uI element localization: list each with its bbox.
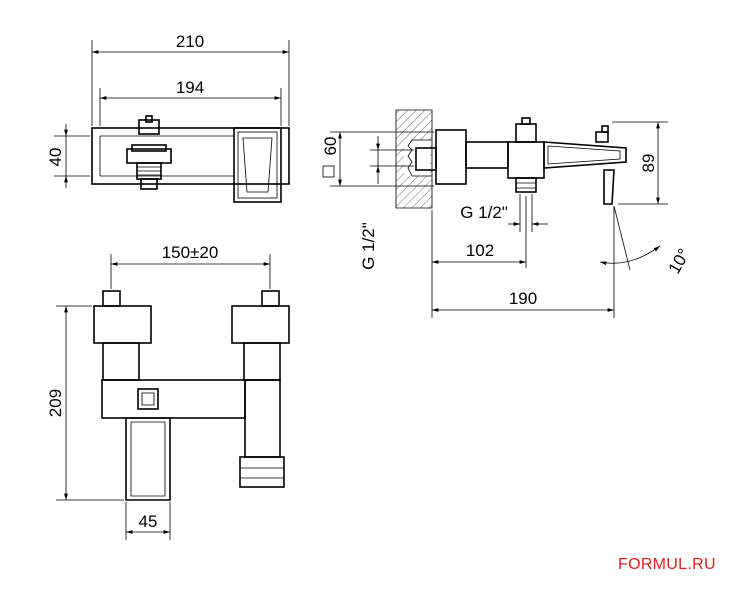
top-handle-block [233, 127, 282, 203]
dim-190: 190 [509, 289, 537, 308]
front-spout [125, 417, 171, 501]
side-view: 60 G 1/2" G 1/2" 102 190 89 10° [321, 109, 694, 318]
top-view: 210 194 40 [46, 32, 290, 203]
thread-vertical: G 1/2" [359, 222, 378, 270]
dim-210: 210 [176, 32, 204, 51]
front-view: 150±20 209 45 [46, 243, 290, 540]
top-body [91, 127, 290, 185]
brand-watermark: FORMUL.RU [618, 556, 716, 573]
dim-194: 194 [176, 78, 204, 97]
dim-60: 60 [321, 137, 340, 156]
dim-40: 40 [46, 148, 65, 167]
dim-45: 45 [139, 512, 158, 531]
dim-102: 102 [466, 241, 494, 260]
dim-150: 150±20 [162, 243, 219, 262]
thread-horizontal: G 1/2" [460, 203, 508, 222]
dim-89: 89 [639, 154, 658, 173]
dim-209: 209 [46, 389, 65, 417]
front-body [101, 379, 246, 419]
dim-angle: 10° [665, 245, 694, 277]
